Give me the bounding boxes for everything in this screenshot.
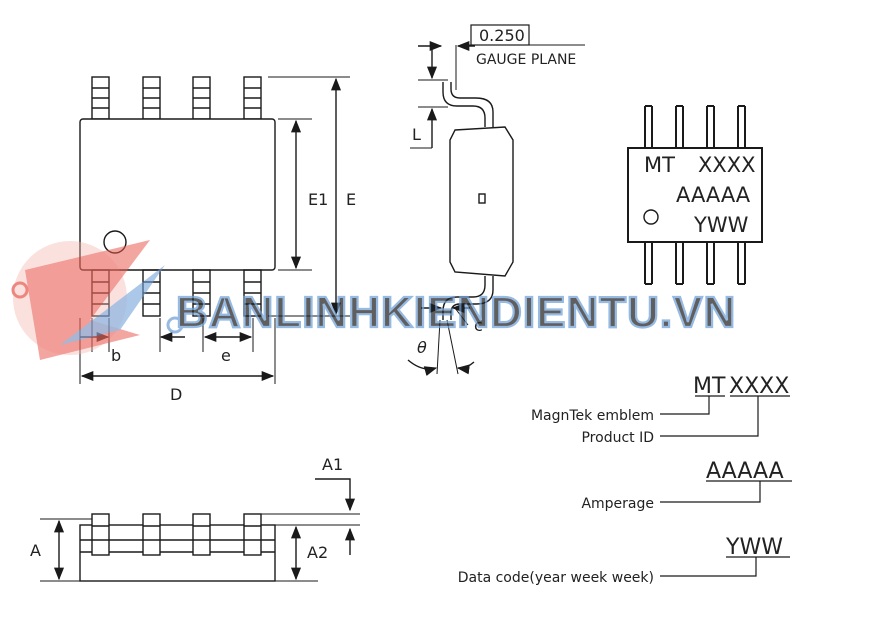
watermark-text: BANLINHKIENDIENTU.VN xyxy=(176,288,736,337)
mark-xxxx: XXXX xyxy=(698,153,756,177)
dim-A2-label: A2 xyxy=(307,543,328,562)
legend-amperage-label: Amperage xyxy=(581,496,654,512)
watermark-logo-icon xyxy=(11,240,184,360)
dim-L-label: L xyxy=(412,125,421,144)
top-pins-upper xyxy=(91,76,262,120)
mark-aaaaa: AAAAA xyxy=(676,183,751,207)
dim-D-label: D xyxy=(170,385,182,404)
side-view xyxy=(407,24,585,376)
dim-E-label: E xyxy=(346,190,356,209)
mark-mt: MT xyxy=(644,153,675,177)
legend-product-label: Product ID xyxy=(581,430,654,446)
legend-code-xxxx: XXXX xyxy=(729,374,789,399)
legend-emblem-label: MagnTek emblem xyxy=(531,408,654,424)
top-body xyxy=(79,118,276,271)
dim-A1-label: A1 xyxy=(322,455,343,474)
marking-legend xyxy=(660,395,792,577)
gauge-box xyxy=(470,24,530,46)
legend-date-code: YWW xyxy=(725,535,783,560)
legend-date-label: Data code(year week week) xyxy=(458,570,654,586)
dim-theta-label: θ xyxy=(417,338,427,357)
legend-code-mt: MT xyxy=(693,374,726,399)
gauge-plane-label: GAUGE PLANE xyxy=(476,52,576,68)
dim-e-label: e xyxy=(221,346,231,365)
gauge-value: 0.250 xyxy=(479,26,525,45)
front-view xyxy=(40,478,360,582)
dim-E1-label: E1 xyxy=(308,190,328,209)
legend-amperage-code: AAAAA xyxy=(706,459,784,484)
mark-yww: YWW xyxy=(693,213,749,237)
marked-chip xyxy=(627,105,763,285)
watermark: BANLINHKIENDIENTU.VN xyxy=(11,240,736,360)
side-body xyxy=(449,126,514,277)
dim-A-label: A xyxy=(30,541,41,560)
dim-c-label: c xyxy=(474,316,483,335)
dim-b-label: b xyxy=(111,346,121,365)
